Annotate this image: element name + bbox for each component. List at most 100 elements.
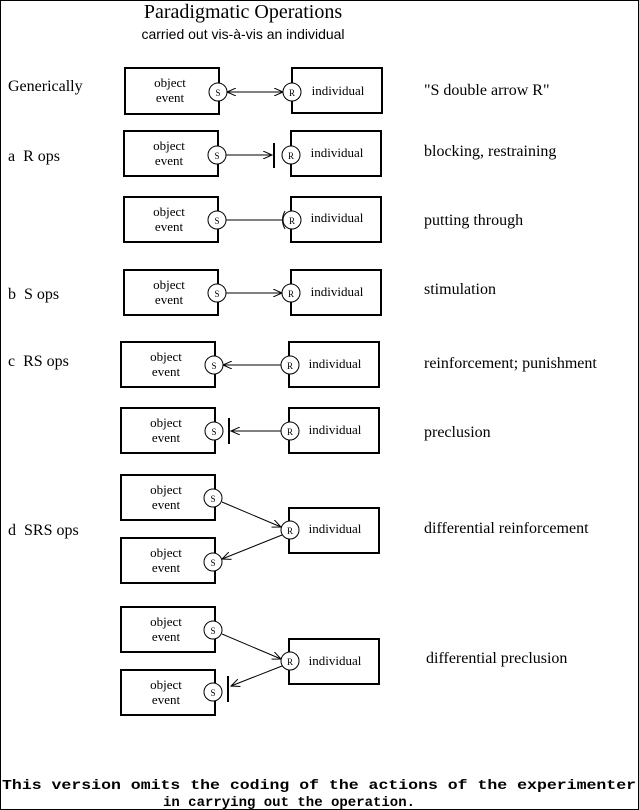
page-subtitle: carried out vis-à-vis an individual — [141, 26, 344, 42]
object-event-box: object event — [123, 196, 219, 243]
svg-text:S: S — [215, 88, 220, 98]
diagram-putting-through: object event S individual R — [123, 196, 382, 243]
svg-text:S: S — [214, 216, 219, 226]
svg-text:object: object — [150, 482, 182, 497]
s-node: S — [204, 355, 224, 375]
right-label-double-arrow: "S double arrow R" — [424, 82, 550, 99]
svg-text:event: event — [156, 90, 185, 105]
object-event-box: object event — [120, 407, 216, 454]
svg-text:R: R — [287, 361, 293, 371]
svg-text:object: object — [150, 677, 182, 692]
svg-text:R: R — [287, 427, 293, 437]
r-node: R — [282, 210, 302, 230]
svg-text:event: event — [152, 560, 181, 575]
r-node: R — [280, 421, 300, 441]
left-label-r-ops: a R ops — [8, 148, 60, 165]
right-label-stimulation: stimulation — [424, 281, 496, 298]
svg-text:S: S — [211, 427, 216, 437]
svg-text:event: event — [152, 629, 181, 644]
svg-text:event: event — [152, 497, 181, 512]
individual-box: individual — [290, 130, 382, 177]
right-label-preclusion: preclusion — [424, 424, 491, 441]
individual-box: individual — [288, 407, 380, 454]
footer-note-line1: This version omits the coding of the act… — [2, 778, 636, 794]
svg-text:event: event — [152, 692, 181, 707]
right-label-reinforcement: reinforcement; punishment — [424, 355, 597, 372]
svg-text:S: S — [210, 626, 215, 636]
svg-text:event: event — [155, 219, 184, 234]
svg-text:R: R — [288, 151, 294, 161]
svg-text:S: S — [211, 361, 216, 371]
svg-text:S: S — [214, 289, 219, 299]
r-node: R — [280, 651, 300, 671]
individual-box: individual — [291, 67, 383, 114]
r-node: R — [280, 520, 300, 540]
diagram-differential-preclusion: object event object event S S individual… — [120, 606, 380, 716]
s-node-top: S — [203, 488, 223, 508]
r-node: R — [281, 283, 301, 303]
diagram-blocking: object event S individual R — [123, 130, 382, 177]
svg-text:event: event — [152, 430, 181, 445]
diagram-preclusion: object event S individual R — [120, 407, 380, 454]
svg-text:event: event — [152, 364, 181, 379]
svg-text:object: object — [150, 614, 182, 629]
svg-text:R: R — [289, 216, 295, 226]
diagram-stimulation: object event S individual R — [123, 269, 382, 316]
svg-text:S: S — [210, 558, 215, 568]
svg-text:S: S — [210, 494, 215, 504]
s-node-bottom: S — [203, 682, 223, 702]
svg-text:individual: individual — [311, 210, 364, 225]
svg-text:object: object — [153, 277, 185, 292]
connector-arrow-up — [222, 534, 283, 559]
svg-text:individual: individual — [311, 284, 364, 299]
svg-text:individual: individual — [309, 653, 362, 668]
left-label-generically: Generically — [8, 78, 83, 95]
svg-text:S: S — [214, 151, 219, 161]
r-node: R — [282, 82, 302, 102]
svg-text:individual: individual — [309, 521, 362, 536]
s-node: S — [204, 421, 224, 441]
svg-text:R: R — [287, 657, 293, 667]
svg-text:S: S — [210, 688, 215, 698]
r-node: R — [281, 145, 301, 165]
diagram-reinforcement: object event S individual R — [120, 341, 380, 388]
svg-text:individual: individual — [309, 422, 362, 437]
svg-text:R: R — [287, 526, 293, 536]
svg-text:individual: individual — [311, 145, 364, 160]
right-label-differential-reinforcement: differential reinforcement — [424, 520, 589, 537]
individual-box: individual — [288, 341, 380, 388]
s-node: S — [207, 283, 227, 303]
svg-text:object: object — [150, 545, 182, 560]
individual-box: individual — [288, 638, 380, 685]
s-node: S — [208, 82, 228, 102]
svg-text:individual: individual — [312, 83, 365, 98]
svg-text:event: event — [155, 153, 184, 168]
object-event-box: object event — [120, 341, 216, 388]
right-label-blocking: blocking, restraining — [424, 143, 556, 160]
svg-text:individual: individual — [309, 356, 362, 371]
left-label-rs-ops: c RS ops — [8, 353, 69, 370]
svg-text:object: object — [150, 415, 182, 430]
diagram-differential-reinforcement: object event object event S S individual… — [120, 474, 380, 584]
object-event-box: object event — [123, 130, 219, 177]
individual-box: individual — [290, 269, 382, 316]
connector-arrow-down — [221, 501, 281, 527]
s-node-bottom: S — [203, 552, 223, 572]
svg-text:object: object — [150, 349, 182, 364]
svg-text:R: R — [289, 88, 295, 98]
right-label-putting-through: putting through — [424, 212, 523, 229]
svg-text:object: object — [153, 138, 185, 153]
object-event-box-top: object event — [120, 606, 216, 653]
right-label-differential-preclusion: differential preclusion — [426, 650, 567, 667]
connector-arrow-down — [221, 633, 281, 659]
connector-arrow-up — [231, 665, 283, 686]
r-node: R — [280, 355, 300, 375]
object-event-box-top: object event — [120, 474, 216, 521]
individual-box: individual — [288, 507, 380, 554]
object-event-box: object event — [123, 269, 219, 316]
left-label-srs-ops: d SRS ops — [8, 522, 79, 539]
object-event-box-bottom: object event — [120, 537, 216, 584]
s-node-top: S — [203, 620, 223, 640]
